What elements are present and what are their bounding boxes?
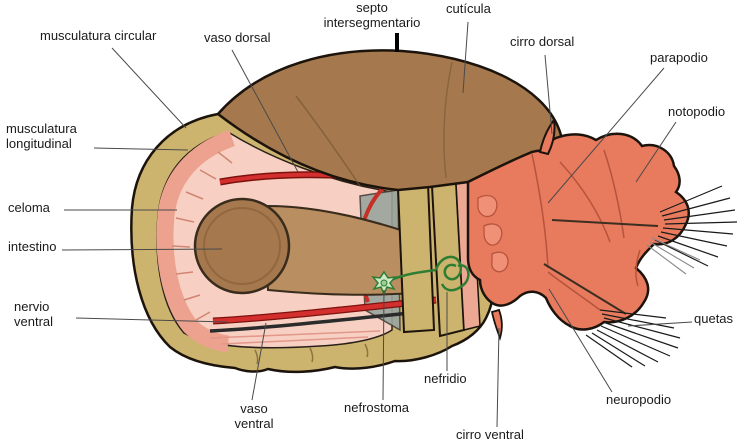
label-nervio-ventral: nervio ventral — [14, 299, 54, 329]
leader-quetas — [627, 321, 693, 327]
label-parapodio: parapodio — [650, 50, 708, 65]
cuticle-crease — [295, 95, 361, 187]
label-neuropodio: neuropodio — [606, 392, 672, 407]
ventral-nerve-cord — [209, 309, 431, 333]
leader-parapodio — [547, 67, 665, 204]
label-intestino: intestino — [8, 239, 57, 254]
floor-muscle-lines — [209, 330, 381, 345]
neuropodial-chaetae — [585, 309, 681, 368]
leader-cirro-ventral — [496, 327, 500, 428]
label-notopodio: notopodio — [668, 104, 726, 119]
parapodium-folds — [531, 149, 641, 311]
ventral-cirrus — [490, 308, 503, 341]
notopodial-chaetae-gray — [646, 237, 701, 275]
leader-vaso-ventral — [251, 322, 267, 401]
label-septo-intersegmentario: septo intersegmentario — [323, 0, 421, 30]
label-vaso-dorsal: vaso dorsal — [204, 30, 271, 45]
label-cirro-ventral: cirro ventral — [456, 427, 524, 442]
intestine — [193, 197, 431, 296]
label-musculatura-circular: musculatura circular — [40, 28, 157, 43]
label-celoma: celoma — [8, 200, 50, 215]
label-cuticula: cutícula — [446, 1, 491, 16]
label-nefridio: nefridio — [424, 371, 467, 386]
gill-lobes — [477, 195, 509, 273]
leader-musculatura-circular — [111, 47, 187, 129]
leader-nefrostoma — [382, 289, 385, 401]
leader-notopodio — [635, 121, 677, 183]
leader-lines — [61, 21, 693, 428]
label-quetas: quetas — [694, 311, 734, 326]
dorsal-cirrus — [538, 117, 556, 156]
label-cirro-dorsal: cirro dorsal — [510, 34, 575, 49]
longitudinal-muscle-layer — [156, 129, 236, 353]
label-musculatura-longitudinal: musculatura longitudinal — [6, 121, 77, 151]
circular-muscle-striations — [171, 151, 233, 321]
leader-intestino — [61, 248, 223, 251]
label-nefrostoma: nefrostoma — [344, 400, 410, 415]
leader-nervio-ventral — [75, 317, 228, 323]
label-vaso-ventral: vaso ventral — [234, 401, 274, 431]
leader-cuticula — [462, 21, 469, 94]
leader-neuropodio — [548, 288, 613, 393]
leader-cirro-dorsal — [544, 54, 553, 135]
notopodial-chaetae — [654, 185, 738, 267]
parapodium — [466, 132, 690, 331]
aciculae — [543, 219, 659, 315]
leader-vaso-dorsal — [231, 49, 299, 173]
leader-musculatura-longitudinal — [93, 147, 189, 151]
